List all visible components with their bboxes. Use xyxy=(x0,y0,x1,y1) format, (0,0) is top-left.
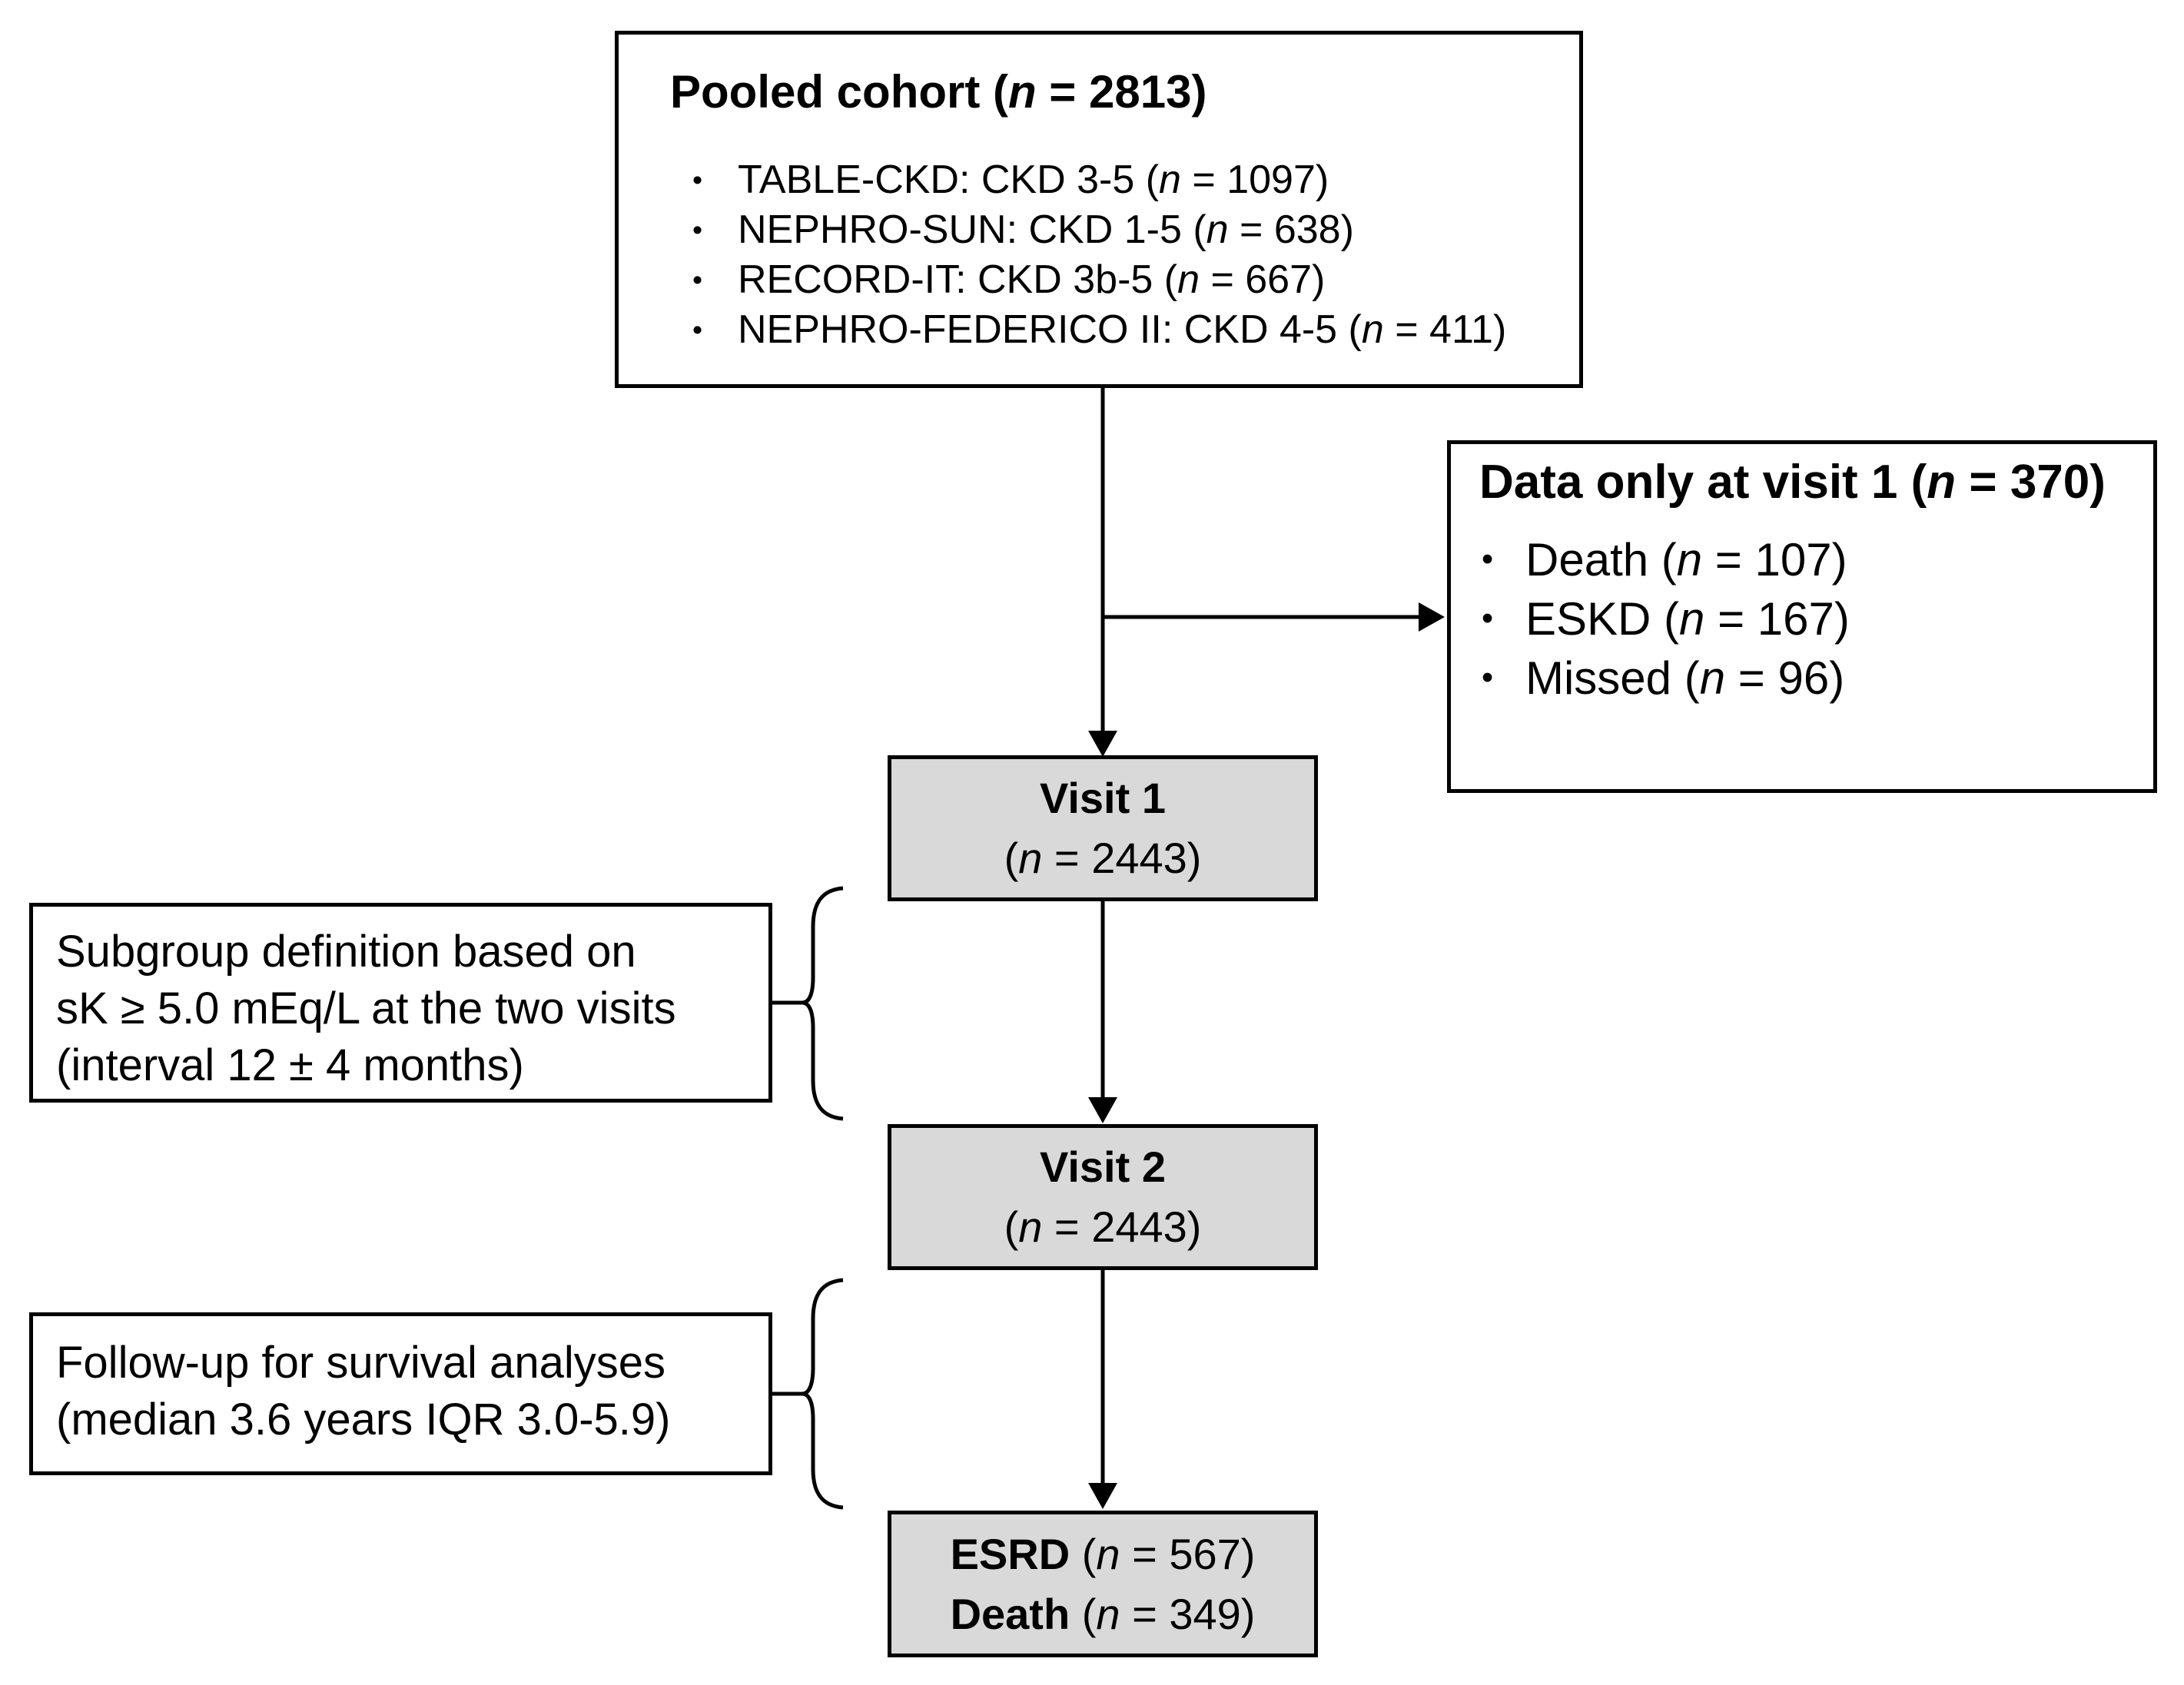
visit1-box: Visit 1 (n = 2443) xyxy=(888,755,1318,901)
visit2-box: Visit 2 (n = 2443) xyxy=(888,1124,1318,1270)
subgroup-note-box: Subgroup definition based on sK ≥ 5.0 mE… xyxy=(29,903,772,1103)
list-item-missed: Missed (n = 96) xyxy=(1451,648,2153,708)
arrowhead-down-visit2-icon xyxy=(1088,1097,1117,1123)
subgroup-note-line: Subgroup definition based on xyxy=(56,927,636,977)
curly-brace-followup-icon xyxy=(802,1278,844,1510)
visit2-title: Visit 2 xyxy=(1040,1143,1166,1191)
pooled-cohort-box: Pooled cohort (n = 2813) TABLE-CKD: CKD … xyxy=(615,31,1583,388)
outcome-death-line: Death (n = 349) xyxy=(950,1589,1256,1638)
list-item-nephro-sun: NEPHRO-SUN: CKD 1-5 (n = 638) xyxy=(619,205,1579,255)
visit1-title: Visit 1 xyxy=(1040,774,1166,822)
visit1-count: (n = 2443) xyxy=(1004,834,1202,882)
visit2-count: (n = 2443) xyxy=(1004,1202,1202,1251)
arrowhead-right-exclusion-icon xyxy=(1419,602,1445,632)
exclusion-list: Death (n = 107) ESKD (n = 167) Missed (n… xyxy=(1451,530,2153,708)
list-item-table-ckd: TABLE-CKD: CKD 3-5 (n = 1097) xyxy=(619,155,1579,205)
exclusion-box: Data only at visit 1 (n = 370) Death (n … xyxy=(1447,440,2157,793)
pooled-cohort-list: TABLE-CKD: CKD 3-5 (n = 1097) NEPHRO-SUN… xyxy=(619,155,1579,355)
subgroup-note-line: (interval 12 ± 4 months) xyxy=(56,1040,524,1090)
arrowhead-down-outcome-icon xyxy=(1088,1483,1117,1509)
followup-note-line: (median 3.6 years IQR 3.0-5.9) xyxy=(56,1395,671,1445)
list-item-death: Death (n = 107) xyxy=(1451,530,2153,589)
subgroup-note-line: sK ≥ 5.0 mEq/L at the two visits xyxy=(56,983,676,1033)
outcome-box: ESRD (n = 567) Death (n = 349) xyxy=(888,1511,1318,1657)
list-item-nephro-federico: NEPHRO-FEDERICO II: CKD 4-5 (n = 411) xyxy=(619,305,1579,355)
pooled-cohort-title: Pooled cohort (n = 2813) xyxy=(670,66,1207,118)
exclusion-title: Data only at visit 1 (n = 370) xyxy=(1479,456,2106,509)
list-item-record-it: RECORD-IT: CKD 3b-5 (n = 667) xyxy=(619,255,1579,305)
outcome-esrd-line: ESRD (n = 567) xyxy=(950,1529,1256,1578)
curly-brace-subgroup-icon xyxy=(802,886,844,1121)
followup-note-box: Follow-up for survival analyses (median … xyxy=(29,1312,772,1475)
followup-note-line: Follow-up for survival analyses xyxy=(56,1338,665,1388)
list-item-eskd: ESKD (n = 167) xyxy=(1451,589,2153,648)
arrowhead-down-visit1-icon xyxy=(1088,731,1117,757)
